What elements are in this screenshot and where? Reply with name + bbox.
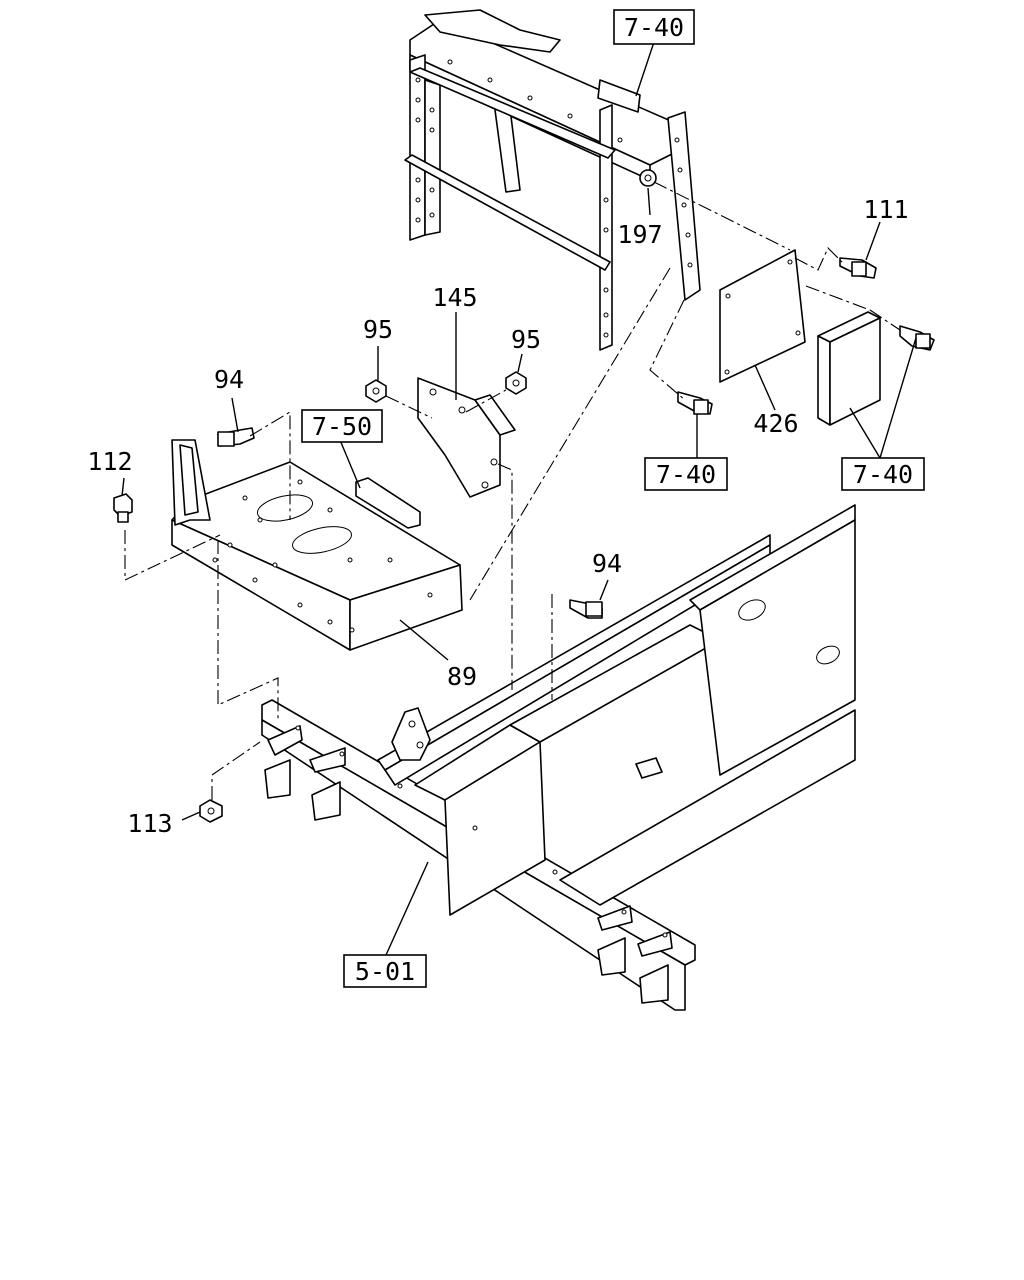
- leader-lines: [121, 41, 917, 956]
- upper-frame-assembly: [404, 9, 701, 351]
- control-box: [817, 311, 881, 426]
- part-label-113: 113: [127, 809, 172, 838]
- ref-box-7-40-mid: 7-40: [644, 457, 728, 491]
- nut-95-right: [505, 371, 527, 395]
- bolt-94-upper: [217, 427, 255, 447]
- ref-box-5-01: 5-01: [343, 954, 427, 988]
- ref-label-7-40-mid: 7-40: [656, 460, 716, 489]
- bracket-145: [417, 377, 516, 498]
- ref-label-5-01: 5-01: [355, 957, 415, 986]
- part-label-197: 197: [617, 220, 662, 249]
- nut-113: [199, 799, 223, 823]
- bolt-112: [113, 493, 133, 523]
- ref-label-7-40-right: 7-40: [853, 460, 913, 489]
- ref-label-7-50: 7-50: [312, 412, 372, 441]
- ref-label-7-40-top: 7-40: [624, 13, 684, 42]
- assembly-lines: [124, 181, 901, 800]
- nut-197: [639, 169, 657, 187]
- bolt-94-lower: [569, 599, 603, 619]
- chassis-frame: [261, 504, 856, 1011]
- bolt-111: [839, 257, 877, 279]
- part-label-95-right: 95: [511, 325, 541, 354]
- ref-box-7-40-top: 7-40: [613, 9, 695, 45]
- bolt-lower-7-40: [677, 391, 713, 415]
- part-label-426: 426: [753, 409, 798, 438]
- part-label-94-lower: 94: [592, 549, 622, 578]
- part-label-89: 89: [447, 662, 477, 691]
- part-label-111: 111: [863, 195, 908, 224]
- part-label-94-upper: 94: [214, 365, 244, 394]
- tray-89: [171, 439, 463, 651]
- plate-426: [719, 249, 806, 383]
- ref-box-7-50: 7-50: [301, 409, 383, 443]
- part-label-95-left: 95: [363, 315, 393, 344]
- ref-box-7-40-right: 7-40: [841, 457, 925, 491]
- nut-95-left: [365, 379, 387, 403]
- part-label-112: 112: [87, 447, 132, 476]
- bolt-upper-right: [899, 325, 935, 351]
- part-label-145: 145: [432, 283, 477, 312]
